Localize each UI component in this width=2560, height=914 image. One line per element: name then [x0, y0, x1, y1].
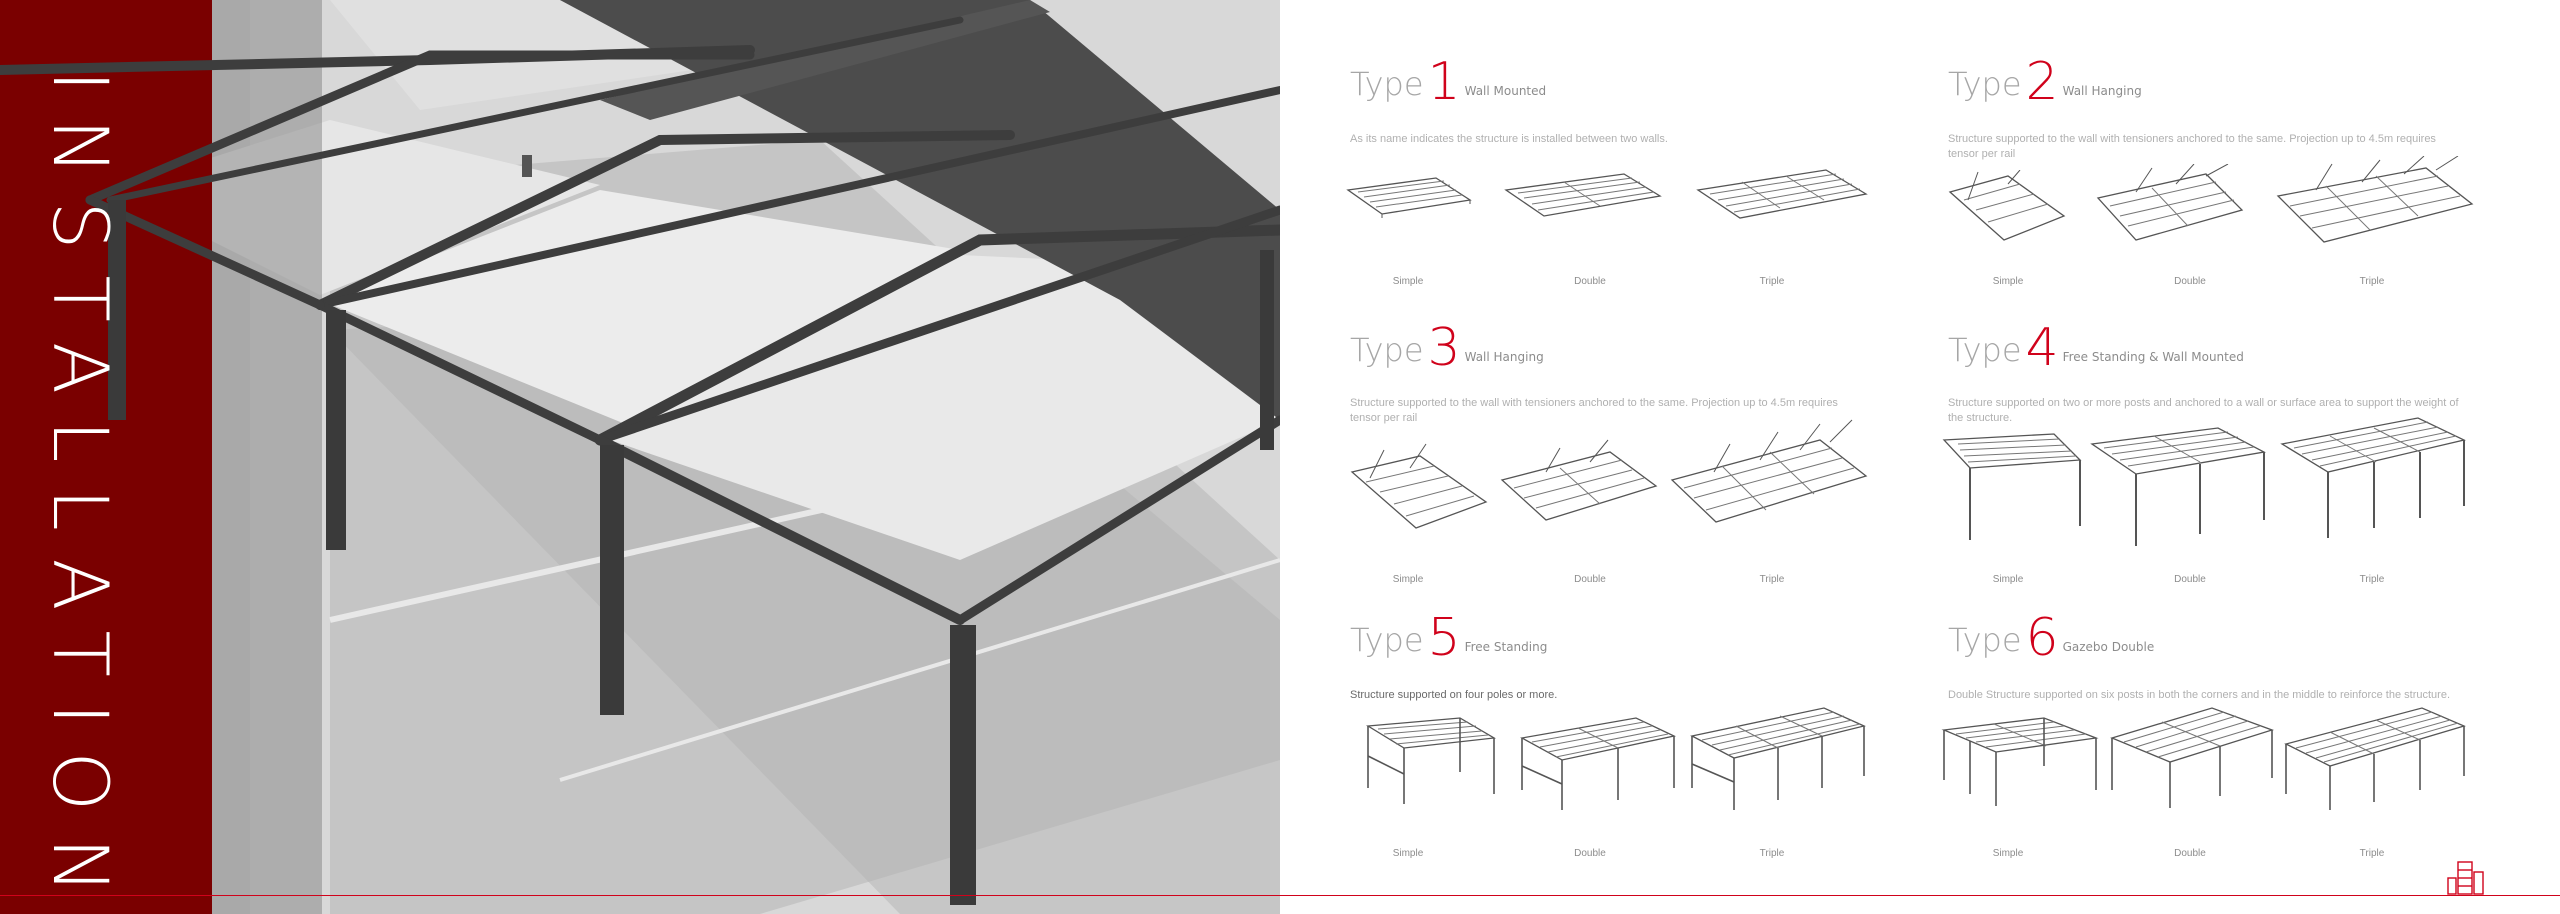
type-3-simple-thumbnail — [1350, 443, 1488, 529]
type-2-description: Structure supported to the wall with ten… — [1948, 133, 2436, 160]
type-3-triple-thumbnail — [1670, 419, 1868, 523]
type-5-caption-triple: Triple — [1759, 848, 1785, 859]
type-2-triple-thumbnail — [2276, 156, 2474, 243]
type-1-caption-triple: Triple — [1759, 276, 1785, 287]
installation-photo: INSTALLATION — [0, 0, 1280, 914]
type-4-triple-thumbnail — [2280, 417, 2466, 538]
brand-logo-icon — [2447, 861, 2484, 895]
type-3-double-thumbnail — [1500, 439, 1658, 521]
type-1-double-thumbnail — [1504, 173, 1662, 217]
type-2-simple-thumbnail — [1948, 170, 2066, 241]
type-1-caption-double: Double — [1574, 276, 1606, 287]
type-6-caption-double: Double — [2174, 848, 2206, 859]
type-3-caption-double: Double — [1574, 574, 1606, 585]
type-4-description: Structure supported on two or more posts… — [1948, 397, 2459, 424]
type-4-caption-triple: Triple — [2359, 574, 2385, 585]
type-6-caption-simple: Simple — [1992, 848, 2024, 859]
type-3-caption-simple: Simple — [1392, 574, 1424, 585]
type-1-description: As its name indicates the structure is i… — [1350, 133, 1668, 145]
type-5-caption-simple: Simple — [1392, 848, 1424, 859]
type-6-caption-triple: Triple — [2359, 848, 2385, 859]
type-5-caption-double: Double — [1574, 848, 1606, 859]
pergola-structure-illustration — [0, 0, 1280, 914]
type-1-simple-thumbnail — [1346, 177, 1472, 218]
type-5-triple-thumbnail — [1690, 707, 1866, 810]
type-5-double-thumbnail — [1520, 717, 1677, 810]
type-5-simple-thumbnail — [1365, 717, 1497, 804]
type-2-caption-triple: Triple — [2359, 276, 2385, 287]
type-3-caption-triple: Triple — [1759, 574, 1785, 585]
type-2-caption-double: Double — [2174, 276, 2206, 287]
type-2-double-thumbnail — [2096, 164, 2244, 241]
type-4-caption-simple: Simple — [1992, 574, 2024, 585]
type-5-description: Structure supported on four poles or mor… — [1350, 689, 1558, 701]
bottom-accent-line — [0, 895, 2560, 896]
type-6-description: Double Structure supported on six posts … — [1948, 689, 2450, 701]
type-6-triple-thumbnail — [2284, 707, 2466, 810]
type-6-simple-thumbnail — [1941, 717, 2099, 806]
type-1-triple-thumbnail — [1696, 169, 1868, 219]
type-3-description: Structure supported to the wall with ten… — [1350, 397, 1838, 424]
type-4-caption-double: Double — [2174, 574, 2206, 585]
type-1-caption-simple: Simple — [1392, 276, 1424, 287]
type-4-simple-thumbnail — [1942, 433, 2082, 540]
type-2-caption-simple: Simple — [1992, 276, 2024, 287]
type-4-double-thumbnail — [2090, 427, 2267, 546]
type-6-double-thumbnail — [2110, 707, 2275, 808]
